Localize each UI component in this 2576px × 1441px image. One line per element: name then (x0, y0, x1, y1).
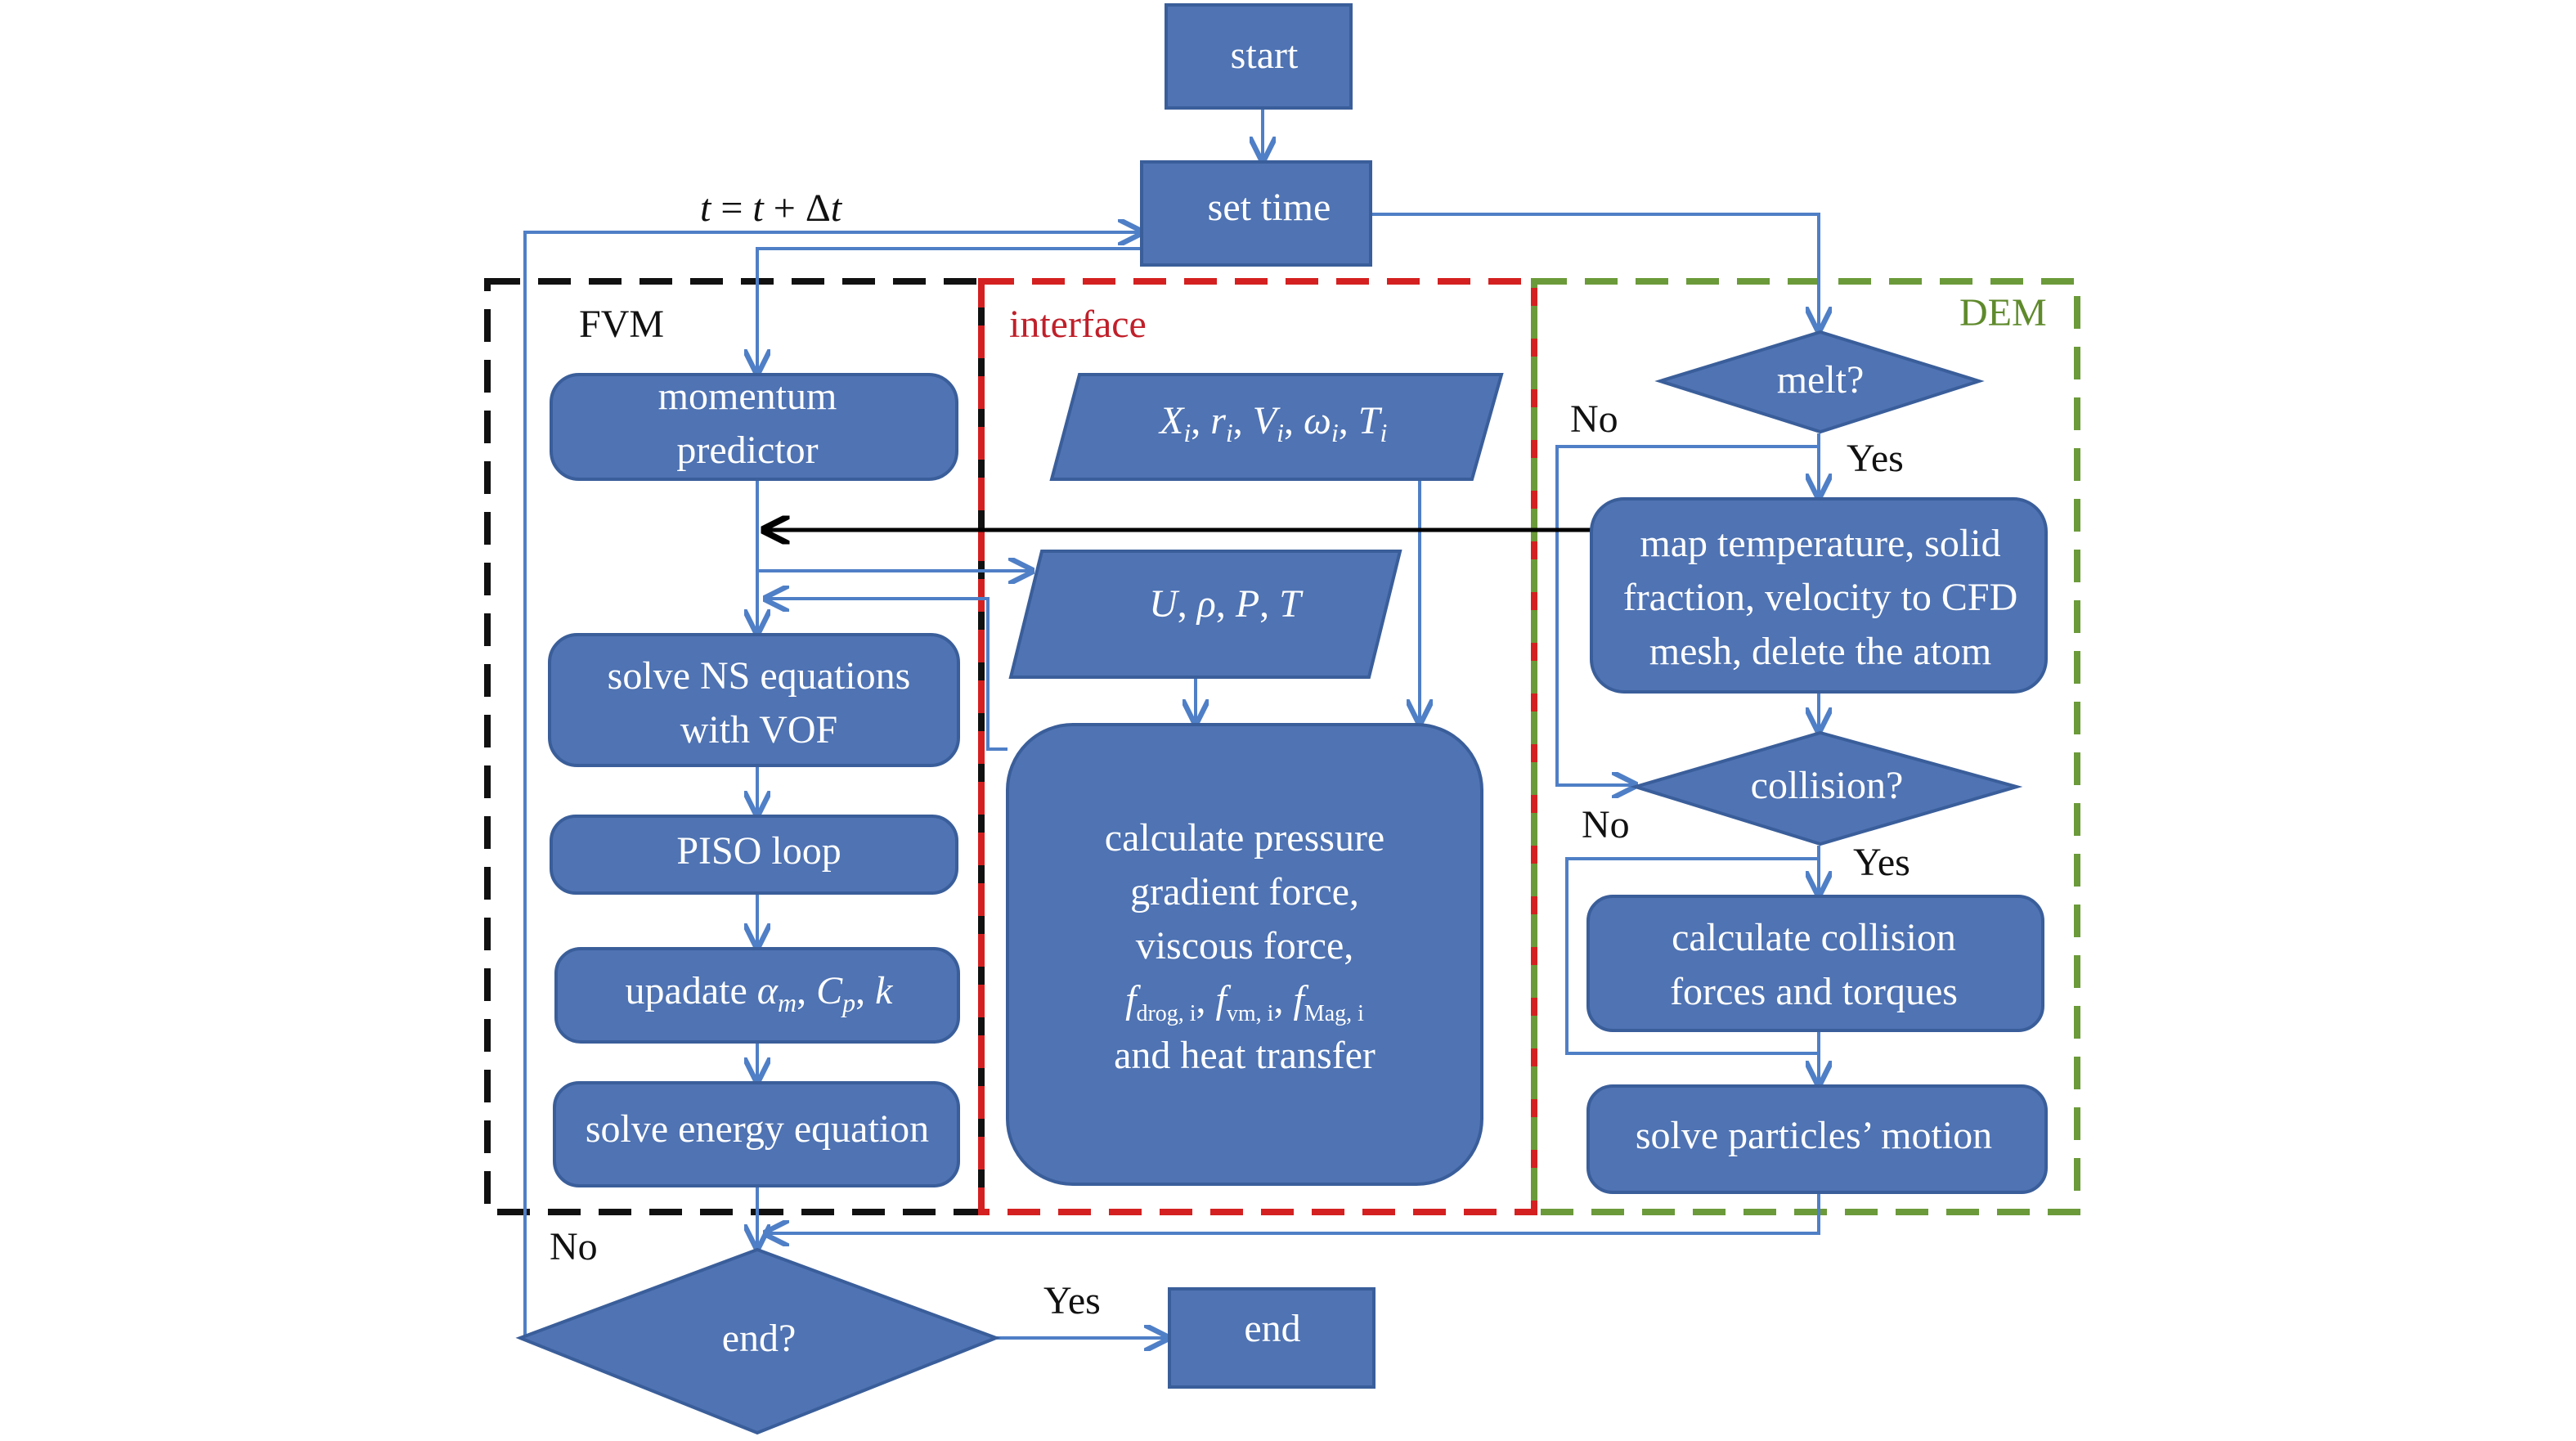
end-yes-label: Yes (1043, 1279, 1101, 1322)
dem-label: DEM (1959, 291, 2047, 334)
svg-text:set time: set time (1208, 186, 1331, 229)
fvm-region-border (484, 278, 985, 1215)
svg-text:calculate collision: calculate collision (1672, 916, 1956, 959)
svg-text:solve particles’ motion: solve particles’ motion (1636, 1114, 1992, 1157)
edge-settime-melt (1372, 213, 1819, 330)
svg-text:solve energy equation: solve energy equation (586, 1107, 929, 1151)
svg-text:collision?: collision? (1751, 764, 1904, 807)
map-temperature-node: map temperature, solid fraction, velocit… (1590, 497, 2048, 694)
svg-text:and heat transfer: and heat transfer (1114, 1034, 1376, 1077)
calc-interface-node: calculate pressure gradient force, visco… (1006, 723, 1483, 1186)
svg-text:end: end (1244, 1307, 1300, 1350)
particle-input-node: Xi, ri, Vi, ωi, Ti (1049, 373, 1504, 481)
solve-ns-node: solve NS equations with VOF (548, 633, 960, 767)
svg-text:solve NS equations: solve NS equations (608, 654, 911, 698)
svg-text:mesh, delete the atom: mesh, delete the atom (1649, 630, 1992, 673)
svg-text:start: start (1231, 34, 1299, 77)
piso-loop-node: PISO loop (550, 815, 958, 895)
svg-text:melt?: melt? (1777, 358, 1865, 402)
time-step-label: t = t + Δt (700, 186, 843, 230)
svg-text:PISO loop: PISO loop (676, 829, 841, 873)
end-node: end (1168, 1287, 1376, 1389)
fvm-label: FVM (579, 303, 664, 346)
svg-text:momentum: momentum (658, 375, 837, 418)
svg-text:with VOF: with VOF (680, 708, 838, 752)
edge-interface-feedback (765, 599, 1008, 751)
interface-region-border (978, 278, 1537, 1215)
update-node: upadate αm, Cp, k (554, 947, 960, 1044)
svg-text:forces and torques: forces and torques (1670, 970, 1958, 1013)
melt-decision-node: melt? (1654, 330, 1985, 434)
svg-text:gradient force,: gradient force, (1130, 870, 1359, 914)
svg-text:predictor: predictor (676, 429, 818, 472)
solve-particles-node: solve particles’ motion (1586, 1084, 2048, 1194)
end-decision-node: end? (515, 1247, 1001, 1435)
field-input-node: U, ρ, P, T (1008, 550, 1402, 679)
svg-text:map temperature, solid: map temperature, solid (1640, 522, 2000, 565)
svg-text:U, ρ, P, T: U, ρ, P, T (1149, 582, 1304, 626)
collision-no-label: No (1582, 803, 1630, 846)
momentum-predictor-node: momentum predictor (550, 373, 958, 481)
end-no-label: No (550, 1225, 598, 1268)
interface-label: interface (1009, 303, 1147, 346)
svg-text:end?: end? (722, 1317, 797, 1360)
start-node: start (1165, 3, 1353, 110)
dem-region-border (1531, 278, 2080, 1215)
edge-settime-momentum (757, 247, 1142, 373)
collision-decision-node: collision? (1630, 730, 2023, 846)
svg-text:calculate pressure: calculate pressure (1105, 816, 1384, 860)
svg-text:viscous force,: viscous force, (1136, 924, 1354, 967)
svg-text:upadate αm, Cp, k: upadate αm, Cp, k (626, 969, 895, 1017)
edge-particles-merge (765, 1194, 1820, 1233)
set-time-node: set time (1140, 160, 1372, 267)
svg-text:Xi, ri, Vi, ωi, Ti: Xi, ri, Vi, ωi, Ti (1158, 399, 1387, 447)
solve-energy-node: solve energy equation (553, 1081, 960, 1187)
edge-melt-no (1555, 445, 1819, 785)
collision-yes-label: Yes (1853, 841, 1910, 884)
melt-yes-label: Yes (1847, 437, 1904, 480)
calc-collision-node: calculate collision forces and torques (1586, 895, 2044, 1032)
melt-no-label: No (1570, 397, 1618, 441)
svg-text:fraction, velocity to CFD: fraction, velocity to CFD (1623, 576, 2018, 619)
